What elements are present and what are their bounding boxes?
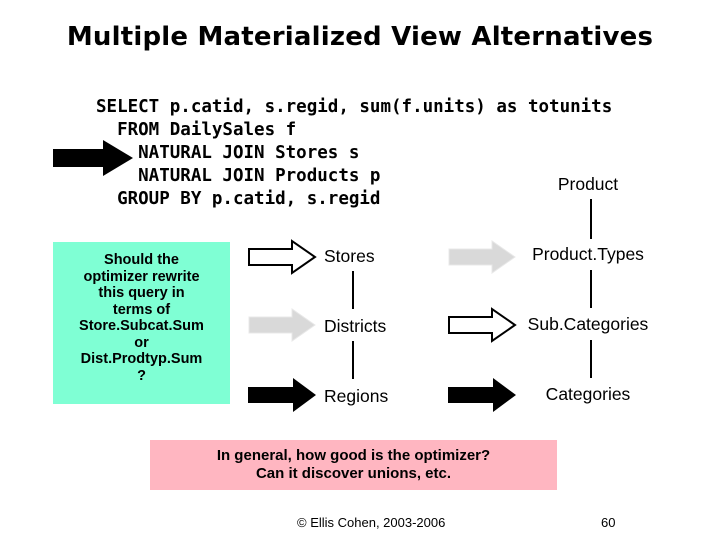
question-line: Store.Subcat.Sum [79,318,204,334]
question-line: optimizer rewrite [83,268,200,285]
node-product-types: Product.Types [532,244,644,264]
node-product: Product [557,174,619,194]
sql-line-select: SELECT p.catid, s.regid, sum(f.units) as… [96,97,613,117]
hierarchy-line-districts-regions [352,341,354,379]
hatched-arrow-icon-product-types [448,240,516,274]
node-regions: Regions [324,386,389,406]
note-line: In general, how good is the optimizer? [216,447,491,464]
node-categories: Categories [545,384,631,404]
hierarchy-line-types-subcategories [590,270,592,308]
note-line: Can it discover unions, etc. [255,465,452,482]
outline-arrow-icon-subcategories [448,307,517,343]
sql-line-group-by: GROUP BY p.catid, s.regid [96,189,381,209]
hatched-arrow-icon-districts [248,308,316,342]
outline-arrow-icon-stores [248,239,317,275]
node-stores: Stores [324,246,375,266]
question-line: ? [137,367,146,384]
node-subcategories: Sub.Categories [527,314,649,334]
slide-title: Multiple Materialized View Alternatives [66,22,654,52]
question-line: Dist.Prodtyp.Sum [80,351,203,367]
sql-query: SELECT p.catid, s.regid, sum(f.units) as… [96,96,612,211]
question-line: terms of [112,301,171,318]
page-number: 60 [601,515,616,530]
sql-line-from: FROM DailySales f [96,120,297,140]
sql-line-join-products: NATURAL JOIN Products p [96,166,381,186]
hierarchy-line-product-types [590,199,592,239]
question-line: Should the [104,252,179,268]
question-line: this query in [98,285,185,301]
black-arrow-icon-categories [448,378,516,412]
black-arrow-icon-query [53,140,133,176]
sql-line-join-stores: NATURAL JOIN Stores s [96,143,360,163]
question-box: Should the optimizer rewrite this query … [53,242,230,404]
copyright: © Ellis Cohen, 2003-2006 [297,515,446,530]
hierarchy-line-stores-districts [352,271,354,309]
question-line: or [134,334,149,351]
note-box: In general, how good is the optimizer? C… [150,440,557,490]
node-districts: Districts [324,316,387,336]
black-arrow-icon-regions [248,378,316,412]
hierarchy-line-subcategories-categories [590,340,592,378]
